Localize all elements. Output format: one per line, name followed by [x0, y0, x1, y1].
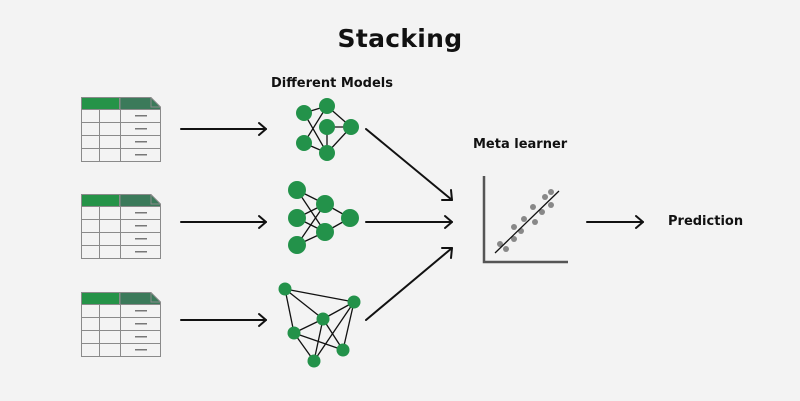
meta-learner-scatter-icon: [482, 176, 568, 264]
arrow-icon: [180, 122, 267, 136]
arrow-icon: [586, 215, 644, 229]
arrow-icon: [180, 313, 267, 327]
diagram-title: Stacking: [337, 24, 463, 53]
model-network-icon: [288, 181, 359, 254]
arrow-icon: [180, 215, 267, 229]
models-label: Different Models: [271, 76, 394, 91]
meta-learner-label: Meta learner: [473, 137, 568, 152]
dataset-table-icon: [80, 291, 162, 358]
model-network-icon: [296, 98, 359, 161]
dataset-table-icon: [80, 193, 162, 260]
arrow-icon: [365, 247, 453, 321]
prediction-label: Prediction: [668, 214, 744, 229]
arrow-icon: [365, 215, 453, 229]
arrow-icon: [365, 128, 453, 201]
dataset-table-icon: [80, 96, 162, 163]
model-network-icon: [278, 282, 361, 368]
